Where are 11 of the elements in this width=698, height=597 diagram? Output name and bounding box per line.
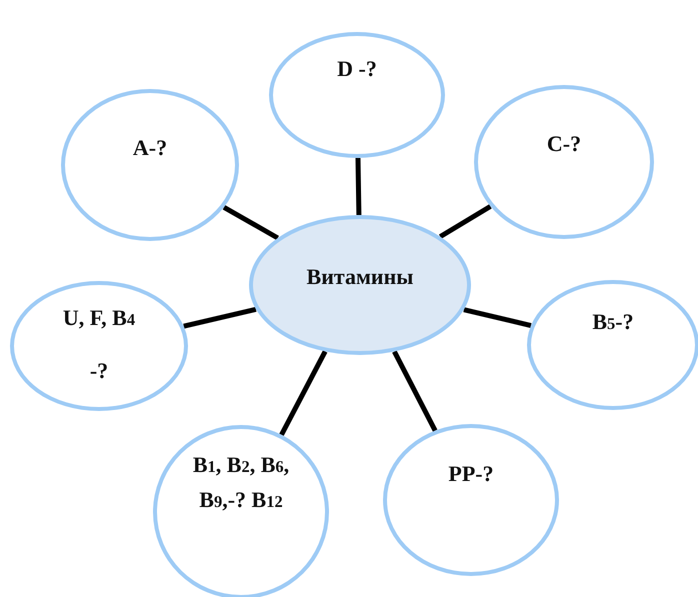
node-text: Витамины [306,263,414,291]
connector-line [463,307,532,328]
node-text: PP-? [448,460,494,488]
connector-line [356,158,362,216]
node-text: D -? [337,55,377,83]
node-text: C-? [546,130,582,158]
connector-line [183,306,256,329]
connector-line [438,204,492,239]
connector-line [222,205,279,240]
node-text: -? [90,357,108,385]
node-text: A-? [132,134,168,162]
